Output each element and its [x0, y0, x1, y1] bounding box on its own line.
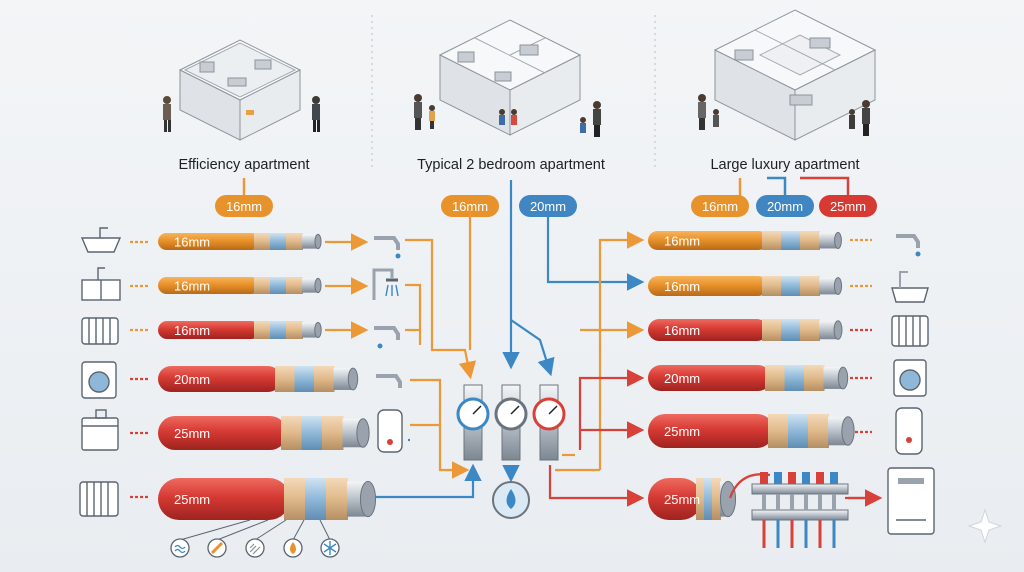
- strike-icon: [207, 519, 269, 558]
- left-fixtures: [79, 227, 122, 517]
- people-icon: [698, 94, 870, 136]
- efficiency-apartment-illustration: [163, 39, 320, 141]
- faucet-icon: [374, 236, 401, 259]
- size-tag-label: 20mm: [767, 199, 803, 214]
- bathtub-icon: [891, 271, 929, 303]
- manifold-valve: [788, 472, 796, 548]
- pipe: 25mm: [158, 478, 377, 520]
- family-icon: [414, 94, 601, 137]
- manifold-valve: [760, 472, 768, 548]
- pipe: 25mm: [648, 478, 737, 520]
- pipe-size-label: 25mm: [664, 492, 700, 507]
- pressure-gauge-icon: [494, 384, 528, 461]
- water-heater-icon: [377, 409, 403, 453]
- pipe: 16mm: [648, 276, 843, 296]
- pipe-size-label: 20mm: [664, 371, 700, 386]
- hatch-icon: [245, 519, 287, 558]
- size-tag-label: 16mm: [452, 199, 488, 214]
- size-tag-label: 25mm: [830, 199, 866, 214]
- pressure-gauge-icon: [532, 384, 566, 461]
- pipe-size-label: 16mm: [664, 279, 700, 294]
- pipe: 20mm: [158, 366, 359, 392]
- faucet-icon: [376, 374, 402, 388]
- pipe-size-label: 20mm: [174, 372, 210, 387]
- flow-arrows: [130, 180, 883, 507]
- pipe-size-label: 16mm: [664, 234, 700, 249]
- size-tag: 20mm: [756, 195, 814, 217]
- pipe: 16mm: [648, 231, 842, 250]
- right-outlets: [887, 234, 935, 535]
- size-tag: 25mm: [819, 195, 877, 217]
- left-pipes: 16mm 16mm 16mm 20mm 25mm 25mm: [158, 233, 377, 520]
- manifold-valve: [802, 472, 810, 548]
- pipe-size-label: 25mm: [174, 492, 210, 507]
- gauge-manifold: [456, 384, 566, 519]
- pressure-gauge-icon: [456, 384, 490, 461]
- manifold-valve: [774, 472, 782, 548]
- pipe-size-label: 16mm: [174, 279, 210, 294]
- sparkle-icon: [967, 508, 1003, 544]
- pipe-size-label: 25mm: [664, 424, 700, 439]
- water-drop-icon: [492, 481, 530, 519]
- manifold-valve: [830, 472, 838, 548]
- pipe-size-label: 16mm: [174, 235, 210, 250]
- person-icon: [312, 96, 320, 132]
- sink-icon: [80, 227, 122, 253]
- pipe: 25mm: [648, 414, 855, 448]
- radiator-icon: [891, 315, 929, 347]
- size-tag: 16mm: [691, 195, 749, 217]
- size-tag: 20mm: [519, 195, 577, 217]
- pipe: 16mm: [648, 319, 843, 341]
- pipe: 25mm: [158, 416, 370, 450]
- pipe: 16mm: [158, 321, 322, 339]
- section-title-luxury: Large luxury apartment: [710, 157, 859, 173]
- size-tag-label: 16mm: [702, 199, 738, 214]
- section-title-two-bedroom: Typical 2 bedroom apartment: [417, 157, 605, 173]
- pipe: 20mm: [648, 365, 849, 391]
- pipe-size-label: 25mm: [174, 426, 210, 441]
- pipe: 16mm: [158, 233, 322, 250]
- wave-icon: [170, 519, 251, 558]
- manifold-valve: [816, 472, 824, 548]
- dishwasher-icon: [81, 409, 119, 451]
- pipe-size-label: 16mm: [664, 323, 700, 338]
- faucet-icon: [374, 326, 400, 349]
- size-tags: 16mm 16mm 20mm 16mm 20mm 25mm: [215, 195, 877, 217]
- size-tag-label: 16mm: [226, 199, 262, 214]
- section-title-efficiency: Efficiency apartment: [178, 157, 309, 173]
- right-pipes: 16mm 16mm 16mm 20mm 25mm 25mm: [648, 231, 855, 520]
- layer-legend: [170, 519, 340, 558]
- pipe: 16mm: [158, 277, 322, 294]
- size-tag-label: 20mm: [530, 199, 566, 214]
- kitchen-sink-icon: [81, 267, 121, 301]
- washing-machine-icon: [893, 359, 927, 397]
- underfloor-manifold-icon: [728, 472, 870, 548]
- luxury-apartment-illustration: [698, 9, 877, 141]
- water-heater-icon: [895, 407, 923, 455]
- size-tag: 16mm: [215, 195, 273, 217]
- left-outlets: [372, 236, 403, 453]
- snowflake-icon: [319, 519, 340, 558]
- washing-machine-icon: [81, 361, 117, 399]
- size-tag: 16mm: [441, 195, 499, 217]
- two-bedroom-apartment-illustration: [414, 19, 601, 137]
- radiator-icon: [79, 481, 119, 517]
- faucet-icon: [896, 234, 921, 257]
- boiler-icon: [887, 467, 935, 535]
- pipe-size-label: 16mm: [174, 323, 210, 338]
- shower-icon: [372, 268, 399, 300]
- drop-icon: [283, 519, 305, 558]
- person-icon: [163, 96, 171, 132]
- radiator-icon: [81, 317, 119, 345]
